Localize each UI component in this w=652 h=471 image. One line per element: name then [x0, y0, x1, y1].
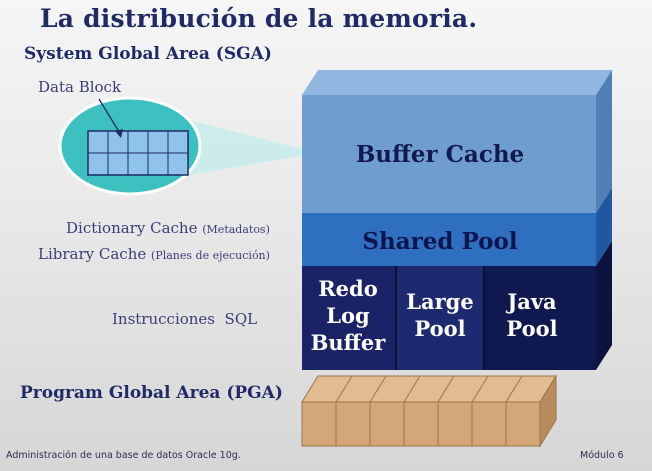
large-pool-label-1: Large	[406, 289, 473, 314]
buffer-cache-label: Buffer Cache	[356, 141, 524, 168]
dictionary-cache-label: Dictionary Cache (Metadatos)	[66, 219, 270, 237]
data-block-grid	[87, 130, 189, 176]
data-block-label: Data Block	[38, 78, 122, 96]
java-pool-label-2: Pool	[506, 316, 557, 341]
buffer-cache-block	[302, 95, 596, 213]
footer-module: Módulo 6	[580, 450, 624, 461]
shared-pool-side	[596, 188, 612, 266]
redo-log-block	[302, 266, 396, 370]
shared-pool-block	[302, 213, 596, 266]
java-pool-block	[484, 266, 596, 370]
library-cache-label: Library Cache (Planes de ejecución)	[38, 245, 270, 263]
pga-crate	[301, 374, 557, 448]
dictionary-cache-note: (Metadatos)	[202, 223, 270, 236]
sga-heading: System Global Area (SGA)	[24, 44, 272, 64]
shared-pool-label: Shared Pool	[362, 228, 517, 255]
page-title: La distribución de la memoria.	[40, 4, 478, 33]
java-pool-label-1: Java	[505, 289, 557, 314]
pga-heading: Program Global Area (PGA)	[20, 383, 283, 403]
sga-top-face	[302, 70, 612, 95]
redo-log-label-2: Log	[326, 303, 370, 328]
footer-course-title: Administración de una base de datos Orac…	[6, 450, 241, 461]
library-cache-note: (Planes de ejecución)	[151, 249, 270, 262]
lower-side	[596, 241, 612, 370]
sql-instructions-label: Instrucciones SQL	[112, 310, 258, 328]
redo-log-label-1: Redo	[318, 276, 378, 301]
dictionary-cache-text: Dictionary Cache	[66, 219, 198, 237]
data-block-arrow	[98, 98, 122, 136]
buffer-cache-side	[596, 70, 612, 213]
redo-log-label-3: Buffer	[311, 330, 387, 355]
large-pool-label-2: Pool	[414, 316, 465, 341]
large-pool-block	[396, 266, 484, 370]
library-cache-text: Library Cache	[38, 245, 147, 263]
